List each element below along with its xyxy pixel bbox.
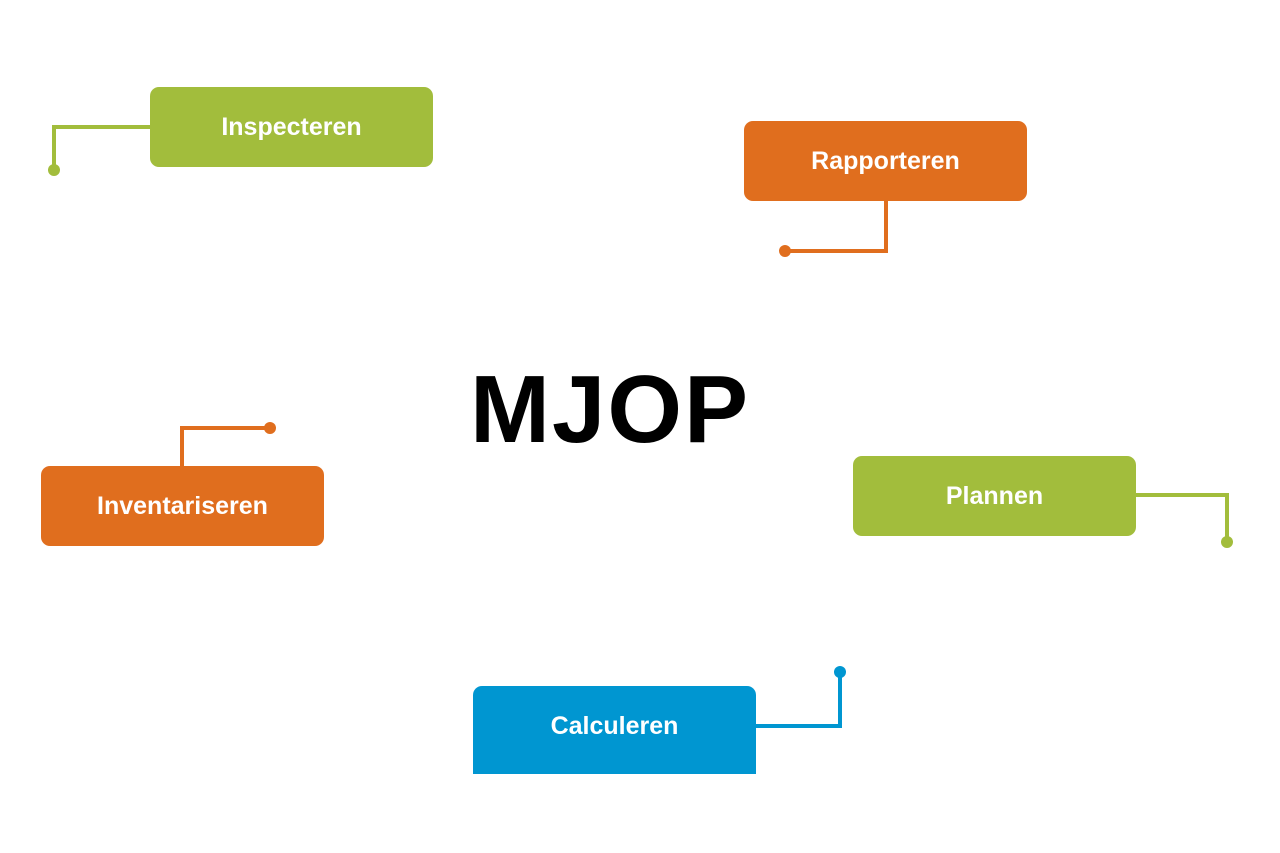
step-inspecteren: Inspecteren: [150, 87, 433, 167]
diagram-title: MJOP: [469, 356, 751, 463]
step-calculeren: Calculeren: [473, 686, 756, 774]
step-rapporteren: Rapporteren: [744, 121, 1027, 201]
connector-calculeren: [754, 666, 846, 728]
step-plannen: Plannen: [853, 456, 1136, 536]
connector-rapporteren: [779, 199, 888, 257]
step-label: Plannen: [945, 481, 1044, 510]
step-label: Rapporteren: [811, 146, 960, 175]
step-label: Inventariseren: [97, 491, 268, 520]
step-label: Inspecteren: [221, 112, 362, 141]
step-inventariseren: Inventariseren: [41, 466, 324, 546]
connector-inventariseren: [180, 422, 276, 468]
connector-plannen: [1135, 493, 1233, 548]
connector-inspecteren: [48, 125, 152, 176]
step-label: Calculeren: [550, 711, 679, 740]
